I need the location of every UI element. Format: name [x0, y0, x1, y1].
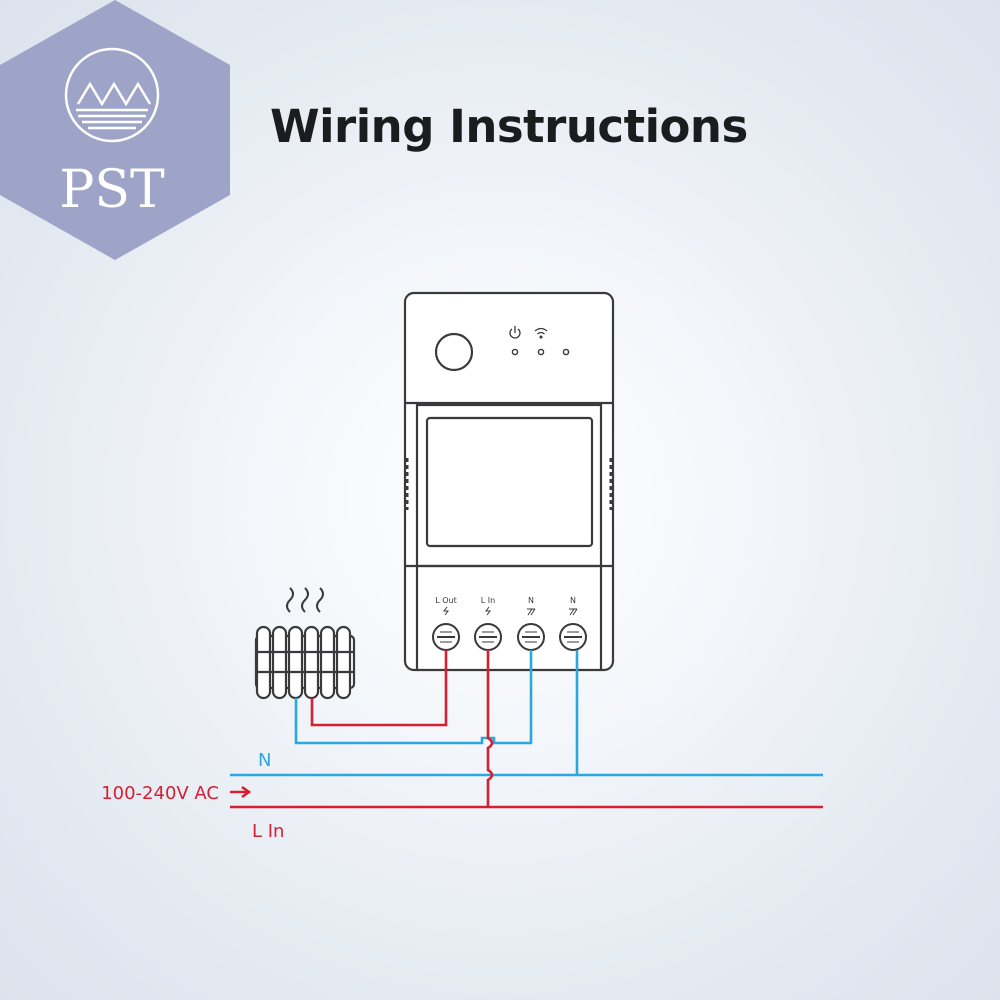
smart-switch-device [403, 291, 615, 672]
terminal-screw-lin [474, 623, 502, 651]
status-led [511, 348, 519, 356]
wifi-icon [534, 327, 548, 339]
lightning-icon [485, 606, 491, 616]
terminal-screw-lout [432, 623, 460, 651]
terminal-label-n2: N [570, 596, 576, 605]
logo-text: PST [59, 160, 165, 220]
heater-icon [254, 587, 356, 700]
neutral-icon [527, 608, 536, 616]
live-wires [230, 650, 823, 809]
status-led [537, 348, 545, 356]
lightning-icon [443, 606, 449, 616]
page-title: Wiring Instructions [270, 100, 748, 153]
pst-logo: PST [0, 0, 230, 260]
mountain-icon [64, 47, 160, 143]
terminal-screw-n1 [517, 623, 545, 651]
power-icon [509, 326, 521, 339]
terminal-label-lout: L Out [435, 596, 457, 605]
voltage-arrow-head [241, 785, 252, 799]
live-out-wire [310, 650, 448, 727]
voltage-label: 100-240V AC [101, 783, 219, 804]
device-display [425, 416, 594, 548]
live-label: L In [252, 821, 284, 842]
status-led [562, 348, 570, 356]
terminal-label-n1: N [528, 596, 534, 605]
logo-hexagon [0, 0, 230, 260]
device-button [434, 332, 474, 372]
terminal-screw-n2 [559, 623, 587, 651]
status-leds [511, 348, 570, 356]
terminal-label-lin: L In [481, 596, 495, 605]
live-in-wire [486, 650, 494, 807]
neutral-icon [569, 608, 578, 616]
neutral-label: N [258, 750, 271, 771]
